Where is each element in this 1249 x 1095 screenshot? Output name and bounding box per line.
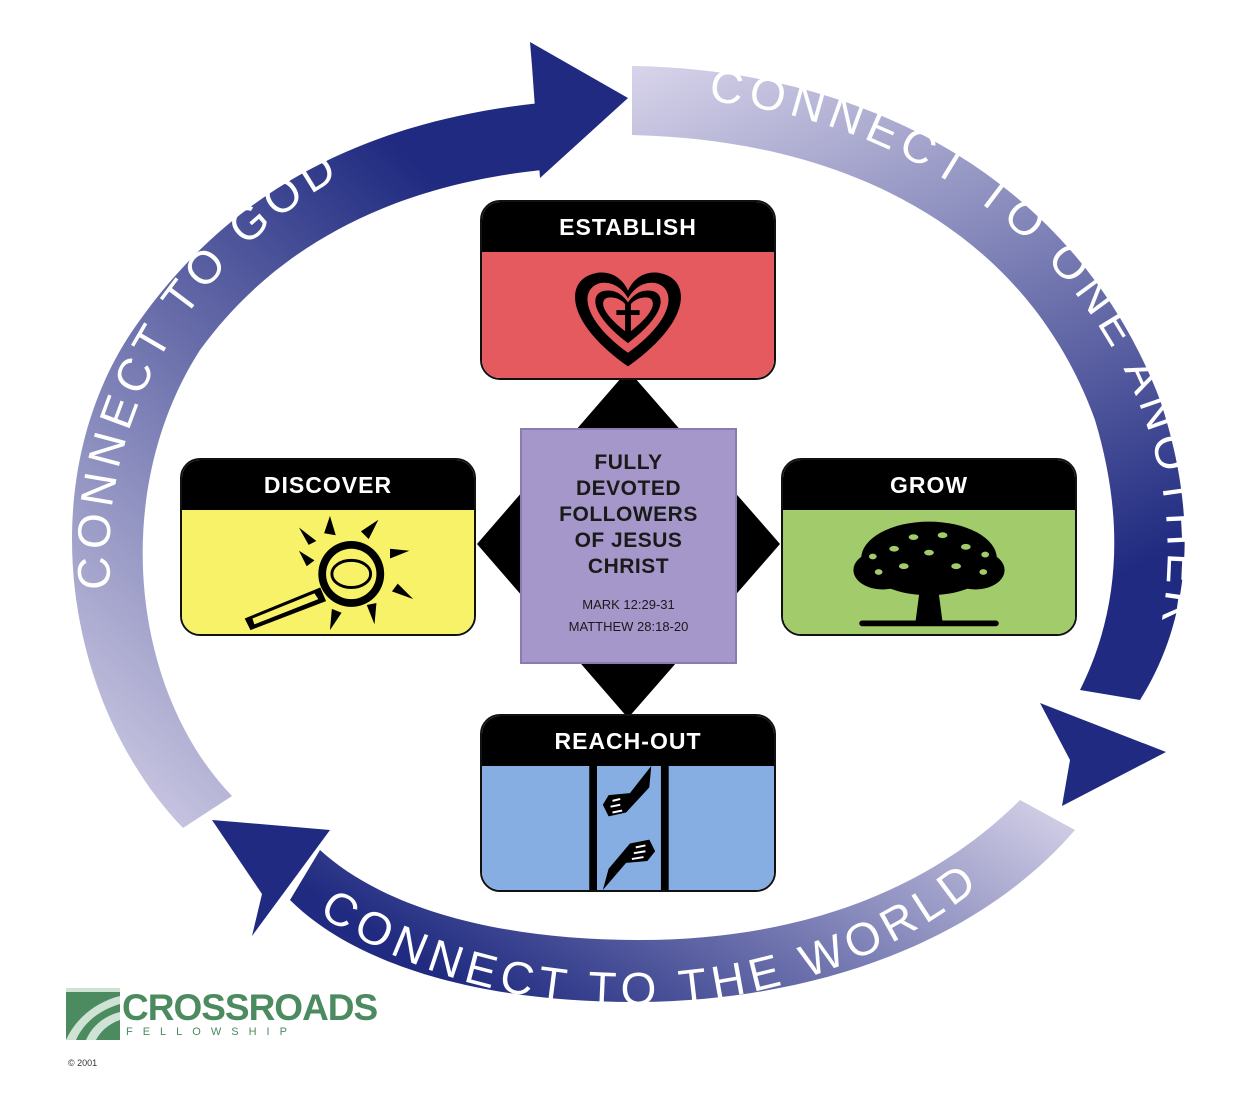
- arrowhead-one-another: [1040, 703, 1166, 806]
- crossroads-emblem-icon: [66, 988, 120, 1040]
- card-discover-title: DISCOVER: [182, 460, 474, 510]
- reaching-hands-icon: [589, 766, 669, 890]
- card-discover: DISCOVER: [180, 458, 476, 636]
- center-box: FULLY DEVOTED FOLLOWERS OF JESUS CHRIST …: [520, 428, 737, 664]
- card-discover-body: [182, 510, 474, 634]
- arrowhead-world: [212, 820, 330, 936]
- reference-mark: MARK 12:29-31: [582, 597, 675, 612]
- logo-subtitle: FELLOWSHIP: [126, 1026, 297, 1038]
- heart-cross-icon: [575, 272, 681, 367]
- card-establish: ESTABLISH: [480, 200, 776, 380]
- copyright-text: © 2001: [68, 1058, 98, 1068]
- arc-connect-to-the-world: [290, 800, 1075, 1003]
- card-grow-title: GROW: [783, 460, 1075, 510]
- card-reach-out-title: REACH-OUT: [482, 716, 774, 766]
- scripture-references: MARK 12:29-31 MATTHEW 28:18-20: [522, 594, 735, 638]
- arc-connect-to-god: [72, 103, 542, 828]
- logo-name: CROSSROADS: [122, 987, 378, 1028]
- card-grow: GROW: [781, 458, 1077, 636]
- center-title: FULLY DEVOTED FOLLOWERS OF JESUS CHRIST: [559, 451, 698, 578]
- reference-matthew: MATTHEW 28:18-20: [568, 619, 689, 634]
- card-establish-title: ESTABLISH: [482, 202, 774, 252]
- card-establish-body: [482, 252, 774, 378]
- arc-connect-to-one-another: [632, 66, 1185, 700]
- tree-icon: [853, 521, 1005, 627]
- magnifying-glass-icon: [244, 515, 414, 631]
- card-reach-out: REACH-OUT: [480, 714, 776, 892]
- card-grow-body: [783, 510, 1075, 634]
- card-reach-out-body: [482, 766, 774, 890]
- arrowhead-god: [530, 42, 628, 178]
- crossroads-logo: CROSSROADS FELLOWSHIP: [66, 988, 378, 1048]
